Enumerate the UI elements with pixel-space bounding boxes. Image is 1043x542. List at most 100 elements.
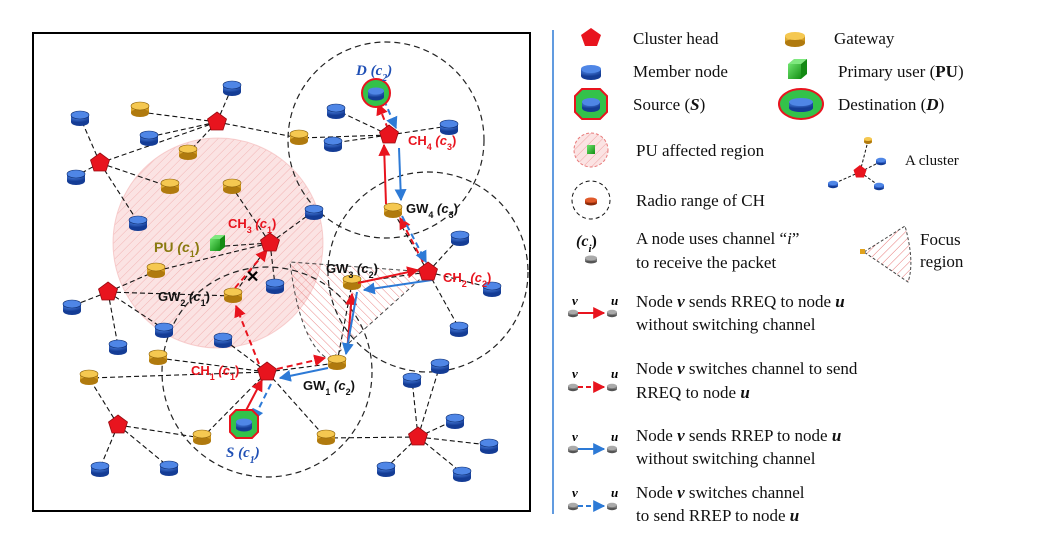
member-node bbox=[62, 299, 82, 315]
a-cluster-icon bbox=[828, 137, 886, 191]
label-destination: D (c2) bbox=[355, 63, 392, 84]
legend-primary-user: Primary user (PU) bbox=[838, 62, 964, 81]
member-node bbox=[449, 321, 469, 337]
label-ch2: CH2 (c2) bbox=[443, 270, 491, 289]
radio-range-icon bbox=[571, 180, 611, 220]
member-node bbox=[222, 80, 242, 96]
legend-rrep-line2: without switching channel bbox=[636, 449, 816, 468]
label-source: S (c1) bbox=[226, 445, 260, 466]
member-node bbox=[154, 322, 174, 338]
legend-focus-line1: Focus bbox=[920, 230, 961, 249]
member-node bbox=[323, 136, 343, 152]
label-ch1: CH1 (c1) bbox=[191, 363, 239, 382]
gateway-node-gw4 bbox=[383, 202, 403, 218]
legend-rreq-sw-line1: Node v switches channel to send bbox=[636, 359, 858, 378]
legend-rrep-sw-line1: Node v switches channel bbox=[636, 483, 805, 502]
channel-node-icon bbox=[585, 255, 597, 264]
svg-text:u: u bbox=[611, 429, 618, 444]
gateway-node bbox=[148, 349, 168, 365]
legend-rreq-line1: Node v sends RREQ to node u bbox=[636, 292, 845, 311]
radio-range-ch2 bbox=[327, 171, 529, 373]
gateway-node-gw3 bbox=[342, 274, 362, 290]
cluster-head-icon bbox=[581, 28, 601, 46]
legend-rrep-sw-line2: to send RREP to node u bbox=[636, 506, 799, 525]
legend-channel-line2: to receive the packet bbox=[636, 253, 776, 272]
legend-gateway: Gateway bbox=[834, 29, 895, 48]
gateway-nodes bbox=[79, 101, 403, 445]
member-node bbox=[430, 358, 450, 374]
member-node bbox=[213, 332, 233, 348]
rrep-solid-icon: v u bbox=[568, 429, 618, 455]
svg-text:u: u bbox=[611, 366, 618, 381]
cluster-head-ch3 bbox=[260, 232, 280, 252]
legend-channel-symbol: (ci) bbox=[576, 233, 597, 255]
focus-region-icon bbox=[863, 225, 912, 283]
svg-text:u: u bbox=[611, 293, 618, 308]
label-ch3: CH3 (c1) bbox=[228, 216, 276, 235]
cluster-head bbox=[408, 426, 428, 446]
member-node bbox=[90, 461, 110, 477]
member-node bbox=[326, 103, 346, 119]
gateway-node bbox=[192, 429, 212, 445]
svg-text:v: v bbox=[572, 366, 578, 381]
gateway-node bbox=[79, 369, 99, 385]
label-gw4: GW4 (c3) bbox=[406, 201, 458, 220]
member-node bbox=[128, 215, 148, 231]
gateway-node bbox=[130, 101, 150, 117]
svg-text:v: v bbox=[572, 485, 578, 500]
cluster-head-ch1 bbox=[257, 361, 277, 381]
source-node bbox=[229, 409, 259, 439]
legend-radio-range: Radio range of CH bbox=[636, 191, 765, 210]
gateway-node bbox=[178, 144, 198, 160]
legend-pu-region: PU affected region bbox=[636, 141, 765, 160]
member-node bbox=[402, 372, 422, 388]
legend-rrep-line1: Node v sends RREP to node u bbox=[636, 426, 841, 445]
radio-range-ch4 bbox=[287, 41, 485, 239]
member-node bbox=[70, 110, 90, 126]
legend: Cluster head Gateway Member node Primary… bbox=[568, 28, 964, 525]
cluster-head-ch2 bbox=[418, 261, 438, 281]
member-node bbox=[66, 169, 86, 185]
member-node bbox=[445, 413, 465, 429]
radio-range-ch1 bbox=[161, 266, 373, 478]
legend-a-cluster: A cluster bbox=[905, 153, 959, 169]
svg-text:u: u bbox=[611, 485, 618, 500]
member-node bbox=[482, 281, 502, 297]
gateway-node bbox=[316, 429, 336, 445]
member-node bbox=[139, 130, 159, 146]
label-pu: PU (c1) bbox=[154, 239, 199, 259]
legend-rreq-sw-line2: RREQ to node u bbox=[636, 383, 750, 402]
member-node bbox=[159, 460, 179, 476]
legend-focus-line2: region bbox=[920, 252, 964, 271]
member-node bbox=[439, 119, 459, 135]
member-node bbox=[304, 204, 324, 220]
label-ch4: CH4 (c3) bbox=[408, 133, 456, 152]
legend-rreq-line2: without switching channel bbox=[636, 315, 816, 334]
routing-arrows bbox=[234, 99, 433, 422]
destination-icon bbox=[778, 88, 824, 120]
destination-node bbox=[361, 78, 391, 108]
rreq-dashed-icon: v u bbox=[568, 366, 618, 393]
member-node bbox=[376, 461, 396, 477]
label-gw3: GW3 (c2) bbox=[326, 261, 378, 280]
gateway-node-gw2 bbox=[223, 287, 243, 303]
member-node bbox=[452, 466, 472, 482]
cluster-head bbox=[90, 152, 110, 172]
blocked-cross-icon: ✕ bbox=[246, 269, 259, 286]
svg-text:v: v bbox=[572, 293, 578, 308]
cluster-heads bbox=[90, 111, 438, 446]
primary-user-node bbox=[210, 235, 225, 251]
source-icon bbox=[574, 88, 608, 120]
focus-node-icon bbox=[860, 249, 865, 254]
legend-cluster-head: Cluster head bbox=[633, 29, 719, 48]
gateway-icon bbox=[785, 32, 805, 47]
member-node bbox=[479, 438, 499, 454]
svg-text:v: v bbox=[572, 429, 578, 444]
legend-member-node: Member node bbox=[633, 62, 728, 81]
gateway-node bbox=[222, 178, 242, 194]
label-gw2: GW2 (c1) bbox=[158, 289, 210, 308]
member-node bbox=[108, 339, 128, 355]
legend-source: Source (S) bbox=[633, 95, 705, 114]
gateway-node bbox=[146, 262, 166, 278]
